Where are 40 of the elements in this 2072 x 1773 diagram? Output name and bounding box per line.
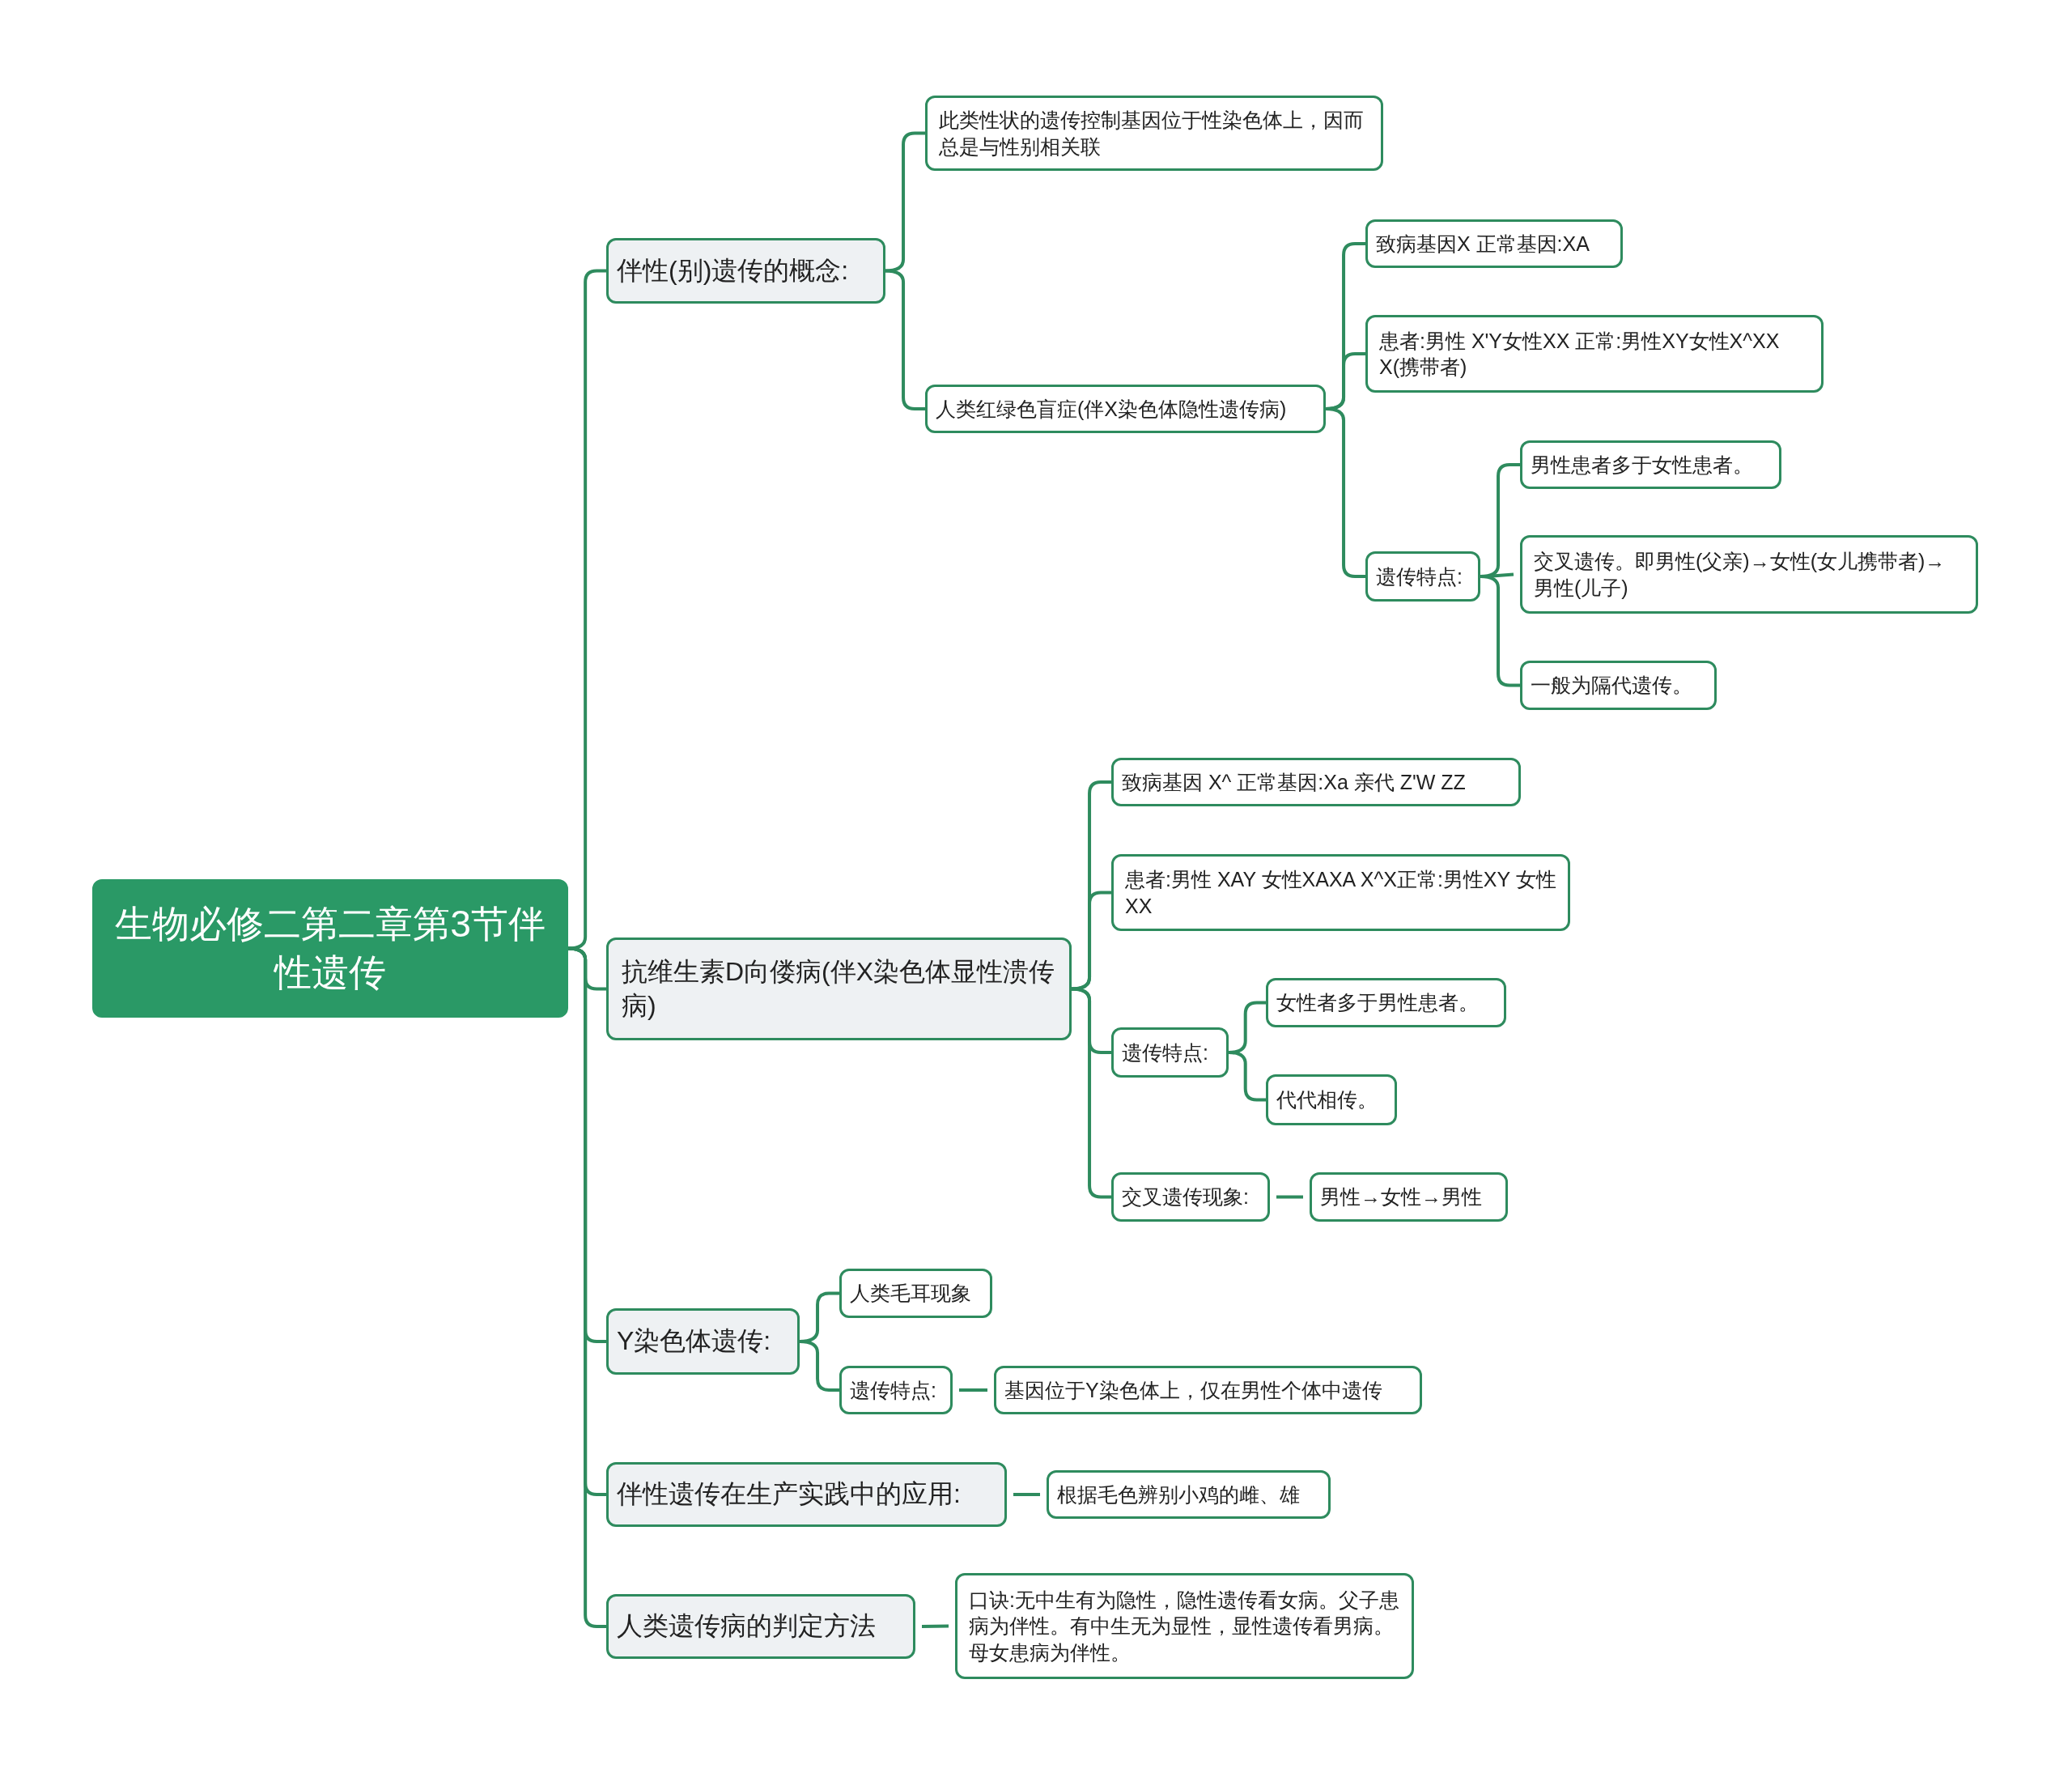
topic-box: 伴性遗传在生产实践中的应用: bbox=[606, 1462, 1007, 1527]
connector-line bbox=[1071, 987, 1111, 1199]
connector-line bbox=[885, 269, 925, 410]
subtopic-box: 患者:男性 X'Y女性XX 正常:男性XY女性X^XX X(携带者) bbox=[1365, 315, 1824, 393]
subtopic-box: 患者:男性 XAY 女性XAXA X^X正常:男性XY 女性XX bbox=[1111, 854, 1570, 931]
subtopic-box: 根据毛色辨别小鸡的雌、雄 bbox=[1047, 1470, 1331, 1519]
topic-box: Y染色体遗传: bbox=[606, 1308, 800, 1375]
subtopic-box: 口诀:无中生有为隐性，隐性遗传看女病。父子患病为伴性。有中生无为显性，显性遗传看男病。母女患病为伴性。 bbox=[955, 1573, 1414, 1679]
connector-line bbox=[885, 131, 925, 273]
subtopic-box: 交叉遗传。即男性(父亲)→女性(女儿携带者)→男性(儿子) bbox=[1520, 535, 1978, 614]
topic-box: 人类遗传病的判定方法 bbox=[606, 1594, 915, 1659]
connector-line bbox=[1276, 1195, 1303, 1199]
connector-line bbox=[1228, 1051, 1266, 1102]
topic-box: 抗维生素D向偻病(伴X染色体显性溃传病) bbox=[606, 938, 1072, 1040]
subtopic-box: 男性→女性→男性 bbox=[1310, 1172, 1508, 1222]
connector-line bbox=[1325, 407, 1365, 578]
subtopic-box: 一般为隔代遗传。 bbox=[1520, 661, 1717, 710]
subtopic-box: 女性者多于男性患者。 bbox=[1266, 978, 1506, 1027]
connector-line bbox=[567, 269, 606, 950]
subtopic-box: 基因位于Y染色体上，仅在男性个体中遗传 bbox=[994, 1366, 1422, 1414]
subtopic-box: 交叉遗传现象: bbox=[1111, 1172, 1270, 1222]
connector-line bbox=[1486, 572, 1514, 578]
subtopic-box: 致病基因X 正常基因:XA bbox=[1365, 219, 1623, 268]
connector-line bbox=[921, 1624, 949, 1628]
subtopic-box: 代代相传。 bbox=[1266, 1074, 1397, 1125]
subtopic-box: 遗传特点: bbox=[1365, 551, 1480, 602]
connector-line bbox=[1480, 575, 1520, 687]
subtopic-box: 致病基因 X^ 正常基因:Xa 亲代 Z'W ZZ bbox=[1111, 758, 1521, 806]
connector-line bbox=[1071, 891, 1111, 991]
subtopic-box: 遗传特点: bbox=[1111, 1027, 1229, 1078]
subtopic-box: 此类性状的遗传控制基因位于性染色体上，因而总是与性别相关联 bbox=[925, 96, 1383, 171]
connector-line bbox=[567, 946, 606, 1628]
connector-line bbox=[959, 1388, 987, 1392]
subtopic-box: 遗传特点: bbox=[839, 1366, 953, 1414]
subtopic-box: 人类毛耳现象 bbox=[839, 1269, 992, 1318]
root-topic-box: 生物必修二第二章第3节伴性遗传 bbox=[92, 879, 568, 1018]
connector-line bbox=[1013, 1493, 1040, 1496]
subtopic-box: 人类红绿色盲症(伴X染色体隐性遗传病) bbox=[925, 385, 1326, 433]
topic-box: 伴性(别)遗传的概念: bbox=[606, 238, 885, 304]
subtopic-box: 男性患者多于女性患者。 bbox=[1520, 440, 1781, 489]
